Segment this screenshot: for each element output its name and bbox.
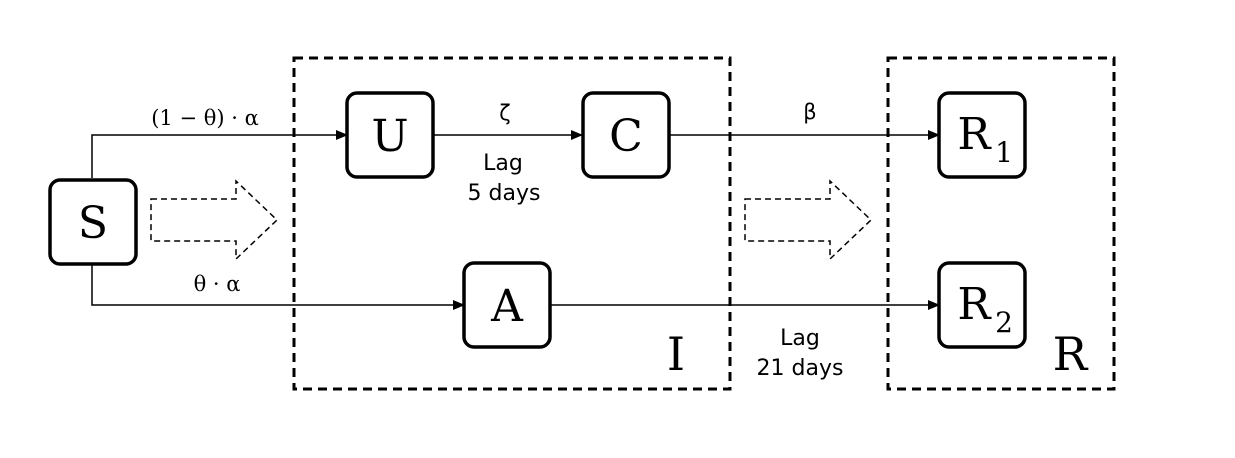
lag-label-u-to-c-line2: 5 days: [468, 181, 541, 206]
node-s: S: [48, 178, 138, 266]
node-u-label: U: [371, 111, 408, 162]
node-a-label: A: [490, 281, 524, 332]
node-u: U: [345, 91, 435, 179]
dashed-arrow-s-to-i: [150, 179, 279, 261]
lag-label-a-to-r2-line2: 21 days: [757, 356, 844, 381]
node-c: C: [581, 91, 671, 179]
node-a: A: [462, 261, 552, 349]
node-c-label: C: [609, 111, 643, 162]
node-r1-subscript: 1: [995, 136, 1013, 169]
edge-label-s-to-u: (1 − θ) · α: [151, 106, 259, 130]
group-i-label: I: [667, 327, 685, 381]
node-s-label: S: [78, 198, 108, 249]
node-r2: R 2: [937, 261, 1027, 349]
node-r2-subscript: 2: [995, 306, 1013, 339]
edge-label-s-to-a: θ · α: [194, 272, 241, 296]
lag-label-a-to-r2-line1: Lag: [780, 326, 820, 351]
edge-s-to-a: [91, 265, 465, 310]
group-i-box: [292, 56, 732, 391]
edge-s-to-u: [91, 130, 348, 178]
node-r2-label: R: [957, 279, 992, 330]
edge-label-c-to-r1: β: [803, 100, 816, 124]
group-r-box: [886, 56, 1116, 391]
node-r1-label: R: [957, 109, 992, 160]
lag-label-u-to-c-line1: Lag: [483, 151, 523, 176]
group-r-label: R: [1053, 327, 1089, 381]
edge-label-u-to-c: ζ: [499, 101, 510, 125]
node-r1: R 1: [937, 91, 1027, 179]
dashed-arrow-i-to-r: [744, 179, 873, 261]
